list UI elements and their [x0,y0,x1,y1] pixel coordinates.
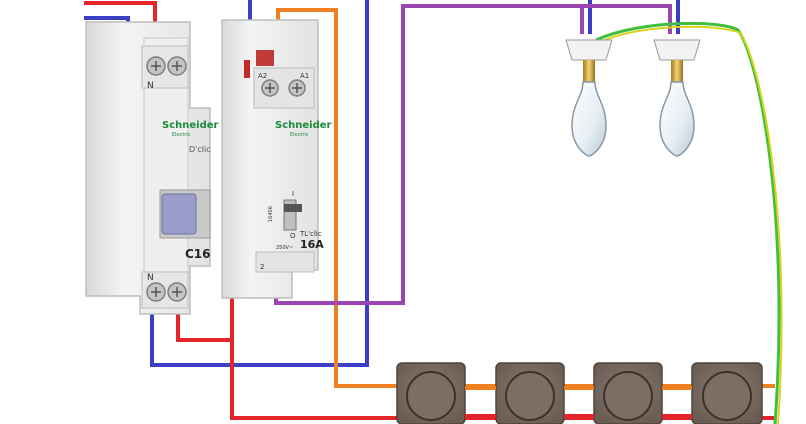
breaker-terminal-bottom-label: N [147,273,154,283]
wire-blue-neutral-lamps [150,0,369,367]
relay-terminal-2-label: 2 [260,263,264,271]
relay-switch-lever[interactable] [284,204,302,212]
lamp-1-bulb [571,81,607,157]
breaker-brand-sub: Electric [172,132,191,138]
lamp-1 [565,39,613,157]
button-links [465,386,692,418]
pushbutton-1[interactable] [396,362,466,424]
pushbutton-4[interactable] [691,362,763,424]
pushbutton-1-key[interactable] [406,371,456,421]
breaker-model: D'clic [189,145,211,154]
relay-top-slot [256,50,274,66]
relay-switch-off-label: O [290,232,296,240]
pushbutton-2-key[interactable] [505,371,555,421]
breaker-rating: C16 [185,247,211,261]
relay-terminal-a1-label: A1 [300,72,309,80]
pushbutton-3[interactable] [593,362,663,424]
pushbuttons [396,362,763,424]
pushbutton-2[interactable] [495,362,565,424]
relay-terminal-bottom-block [255,251,315,273]
wire-earth-yellow [599,25,783,424]
wire-orange-control [276,8,775,388]
pushbutton-4-key[interactable] [702,371,752,421]
breaker-toggle[interactable] [161,193,197,235]
pushbutton-3-key[interactable] [603,371,653,421]
relay-brand-sub: Electric [290,132,309,138]
lamp-2-holder [653,39,701,61]
relay-code: 16406 [268,206,274,222]
relay-model: TL'clic [299,230,322,238]
breaker-brand: Schneider [162,120,219,131]
circuit-breaker: N Schneider Electric D'clic C16 N [85,21,219,315]
relay-indicator [244,60,250,78]
relay-terminal-a2-label: A2 [258,72,267,80]
lamp-2-cap [671,60,683,82]
lamp-2-bulb [659,81,695,157]
relay-voltage: 250V~ [276,245,293,251]
lamp-1-holder [565,39,613,61]
breaker-terminal-top-label: N [147,81,154,91]
relay-switch-on-label: I [292,190,294,198]
lamp-2 [653,39,701,157]
relay-rating: 16A [300,238,324,251]
relay-brand: Schneider [275,120,332,131]
impulse-relay: A2 A1 Schneider Electric I O 16406 TL'cl… [221,19,332,299]
lamp-1-cap [583,60,595,82]
